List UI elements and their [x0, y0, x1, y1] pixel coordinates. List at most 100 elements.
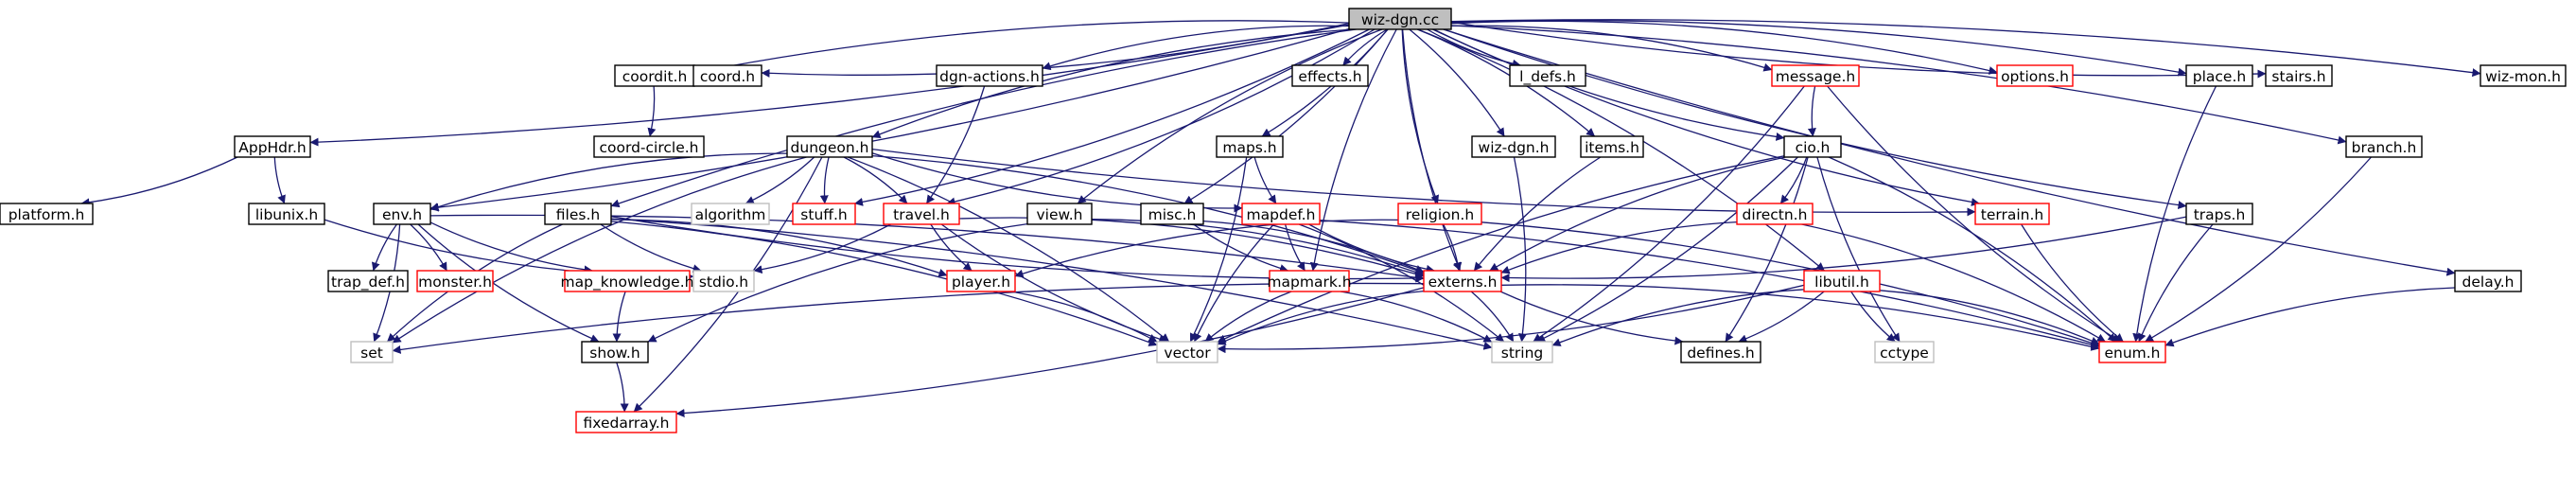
edge-env-h-to-monster-h — [410, 223, 447, 272]
node-l-defs-h[interactable]: l_defs.h — [1509, 64, 1586, 87]
node-dgn-actions-h[interactable]: dgn-actions.h — [936, 64, 1043, 87]
node-string[interactable]: string — [1491, 341, 1553, 363]
node-religion-h[interactable]: religion.h — [1397, 203, 1482, 225]
node-wiz-mon-h[interactable]: wiz-mon.h — [2480, 64, 2567, 87]
edge-mapdef-h-to-mapmark-h — [1284, 223, 1306, 272]
node-player-h[interactable]: player.h — [946, 270, 1016, 292]
node-label-files-h: files.h — [556, 206, 600, 223]
node-items-h[interactable]: items.h — [1580, 135, 1644, 158]
node-wiz-dgn-cc[interactable]: wiz-dgn.cc — [1348, 8, 1452, 30]
edge-show-h-to-fixedarray-h — [616, 362, 629, 413]
node-label-apphdr-h: AppHdr.h — [238, 139, 306, 156]
node-monster-h[interactable]: monster.h — [416, 270, 494, 292]
edge-message-h-to-enum-h — [1827, 85, 2121, 343]
node-files-h[interactable]: files.h — [544, 203, 612, 225]
node-stairs-h[interactable]: stairs.h — [2265, 64, 2333, 87]
node-label-message-h: message.h — [1776, 68, 1855, 85]
node-coord-h[interactable]: coord.h — [692, 64, 762, 87]
node-dungeon-h[interactable]: dungeon.h — [786, 135, 873, 158]
node-label-directn-h: directn.h — [1743, 206, 1808, 223]
node-misc-h[interactable]: misc.h — [1140, 203, 1204, 225]
node-cctype[interactable]: cctype — [1874, 341, 1935, 363]
edge-env-h-to-trap-def-h — [371, 223, 397, 272]
node-message-h[interactable]: message.h — [1771, 64, 1860, 87]
node-cio-h[interactable]: cio.h — [1783, 135, 1842, 158]
node-wiz-dgn-h[interactable]: wiz-dgn.h — [1471, 135, 1556, 158]
node-directn-h[interactable]: directn.h — [1736, 203, 1814, 225]
edge-wiz-dgn-cc-to-view-h — [1077, 28, 1383, 204]
node-box-libunix-h — [248, 203, 325, 225]
edge-religion-h-to-enum-h — [1481, 221, 2100, 347]
node-box-libutil-h — [1803, 270, 1881, 292]
node-algorithm[interactable]: algorithm — [691, 203, 770, 225]
node-stdio-h[interactable]: stdio.h — [692, 270, 755, 292]
edge-wiz-dgn-cc-to-AppHdr-h — [309, 24, 1350, 147]
node-branch-h[interactable]: branch.h — [2345, 135, 2423, 158]
node-box-misc-h — [1140, 203, 1204, 225]
edge-message-h-to-cio-h — [1807, 85, 1816, 137]
node-box-options-h — [1996, 64, 2074, 87]
node-fixedarray-h[interactable]: fixedarray.h — [575, 411, 677, 433]
node-vector[interactable]: vector — [1156, 341, 1218, 363]
node-mapdef-h[interactable]: mapdef.h — [1241, 203, 1321, 225]
node-box-stairs-h — [2265, 64, 2333, 87]
node-label-algorithm: algorithm — [695, 206, 766, 223]
node-platform-h[interactable]: platform.h — [0, 203, 94, 225]
node-set[interactable]: set — [350, 341, 394, 363]
edge-AppHdr-h-to-libunix-h — [273, 156, 286, 204]
node-libunix-h[interactable]: libunix.h — [248, 203, 325, 225]
node-label-misc-h: misc.h — [1148, 206, 1197, 223]
node-coord-circle-h[interactable]: coord-circle.h — [593, 135, 705, 158]
node-map-knowledge-h[interactable]: map_knowledge.h — [561, 270, 694, 292]
node-trap-def-h[interactable]: trap_def.h — [327, 270, 409, 292]
edge-wiz-dgn-cc-to-options-h — [1450, 20, 1998, 75]
node-enum-h[interactable]: enum.h — [2098, 341, 2166, 363]
node-show-h[interactable]: show.h — [581, 341, 649, 363]
node-effects-h[interactable]: effects.h — [1291, 64, 1369, 87]
edge-cio-h-to-externs-h — [1489, 156, 1786, 272]
node-libutil-h[interactable]: libutil.h — [1803, 270, 1881, 292]
node-delay-h[interactable]: delay.h — [2454, 270, 2522, 292]
node-traps-h[interactable]: traps.h — [2185, 203, 2253, 225]
node-label-vector: vector — [1164, 344, 1211, 362]
node-apphdr-h[interactable]: AppHdr.h — [234, 135, 311, 158]
node-maps-h[interactable]: maps.h — [1216, 135, 1284, 158]
node-options-h[interactable]: options.h — [1996, 64, 2074, 87]
node-view-h[interactable]: view.h — [1026, 203, 1093, 225]
node-env-h[interactable]: env.h — [373, 203, 431, 225]
node-label-coord-circle-h: coord-circle.h — [600, 139, 699, 156]
node-label-trap-def-h: trap_def.h — [331, 274, 405, 292]
node-terrain-h[interactable]: terrain.h — [1974, 203, 2050, 225]
node-coordit-h[interactable]: coordit.h — [614, 64, 695, 87]
edge-externs-h-to-fixedarray-h — [675, 287, 1425, 418]
node-stuff-h[interactable]: stuff.h — [792, 203, 856, 225]
edge-env-h-to-map-knowledge-h — [429, 221, 593, 274]
edge-cio-h-to-directn-h — [1779, 156, 1808, 204]
node-defines-h[interactable]: defines.h — [1680, 341, 1761, 363]
node-box-enum-h — [2098, 341, 2166, 363]
node-mapmark-h[interactable]: mapmark.h — [1267, 270, 1352, 292]
node-label-dungeon-h: dungeon.h — [791, 139, 869, 156]
node-place-h[interactable]: place.h — [2185, 64, 2253, 87]
edge-dgn-actions-h-to-travel-h — [925, 85, 986, 204]
node-box-monster-h — [416, 270, 494, 292]
node-label-monster-h: monster.h — [418, 274, 492, 291]
node-label-cctype: cctype — [1880, 344, 1929, 362]
node-externs-h[interactable]: externs.h — [1423, 270, 1502, 292]
edge-directn-h-to-externs-h — [1500, 221, 1738, 274]
node-label-coord-h: coord.h — [700, 68, 755, 85]
node-label-travel-h: travel.h — [893, 206, 950, 223]
edge-wiz-dgn-cc-to-terrain-h — [1432, 28, 1980, 206]
node-label-wiz-dgn-h: wiz-dgn.h — [1479, 139, 1550, 156]
node-travel-h[interactable]: travel.h — [883, 203, 960, 225]
edge-branch-h-to-enum-h — [2145, 156, 2372, 343]
edge-wiz-dgn-cc-to-religion-h — [1401, 28, 1440, 204]
node-box-mapmark-h — [1269, 270, 1350, 292]
node-box-wiz-dgn-cc — [1348, 8, 1452, 30]
edge-wiz-dgn-cc-to-libutil-h — [1417, 28, 1825, 272]
edge-wiz-dgn-cc-to-effects-h — [1342, 28, 1388, 66]
edge-libutil-h-to-defines-h — [1738, 291, 1825, 344]
node-label-player-h: player.h — [952, 274, 1010, 291]
node-box-vector — [1156, 341, 1218, 363]
edge-libutil-h-to-vector — [1217, 284, 1805, 354]
